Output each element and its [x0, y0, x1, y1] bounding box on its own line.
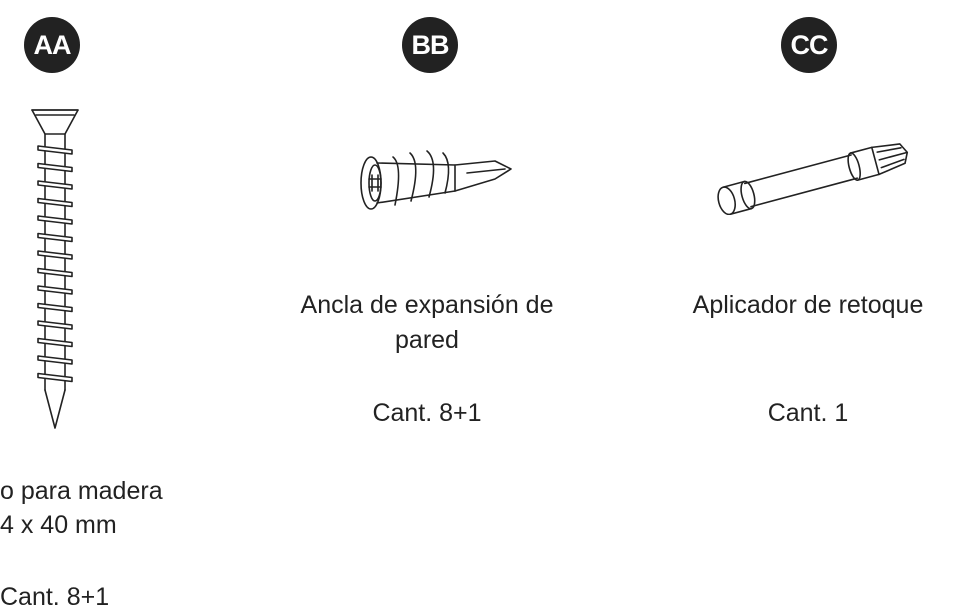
screw-thread	[37, 337, 73, 348]
part-quantity-bb: Cant. 8+1	[372, 399, 482, 427]
screw-thread	[37, 162, 73, 173]
part-name-aa-line1: o para madera	[0, 477, 163, 505]
part-badge-aa: AA	[24, 17, 80, 73]
screw-thread	[37, 355, 73, 365]
part-badge-cc: CC	[781, 17, 837, 73]
part-name-aa-line2: 4 x 40 mm	[0, 511, 117, 539]
part-quantity-cc: Cant. 1	[767, 399, 849, 427]
screw-thread	[37, 232, 73, 243]
screw-thread	[37, 302, 73, 313]
screw-thread	[37, 285, 73, 295]
part-name-bb-line2: pared	[395, 326, 459, 354]
screw-thread	[37, 180, 73, 190]
wall-anchor-icon	[360, 150, 512, 210]
screw-thread	[37, 320, 73, 330]
part-name-cc-line1: Aplicador de retoque	[692, 291, 924, 319]
part-badge-bb: BB	[402, 17, 458, 73]
touch-up-pen-icon	[717, 143, 909, 215]
screw-thread	[37, 145, 73, 155]
part-name-bb-line1: Ancla de expansión de	[300, 291, 554, 319]
screw-thread	[37, 197, 73, 208]
screw-thread	[37, 250, 73, 260]
part-quantity-aa: Cant. 8+1	[0, 583, 110, 611]
screw-thread	[37, 215, 73, 225]
screw-thread	[37, 372, 73, 383]
screw-thread	[37, 267, 73, 278]
wood-screw-icon	[31, 109, 79, 429]
